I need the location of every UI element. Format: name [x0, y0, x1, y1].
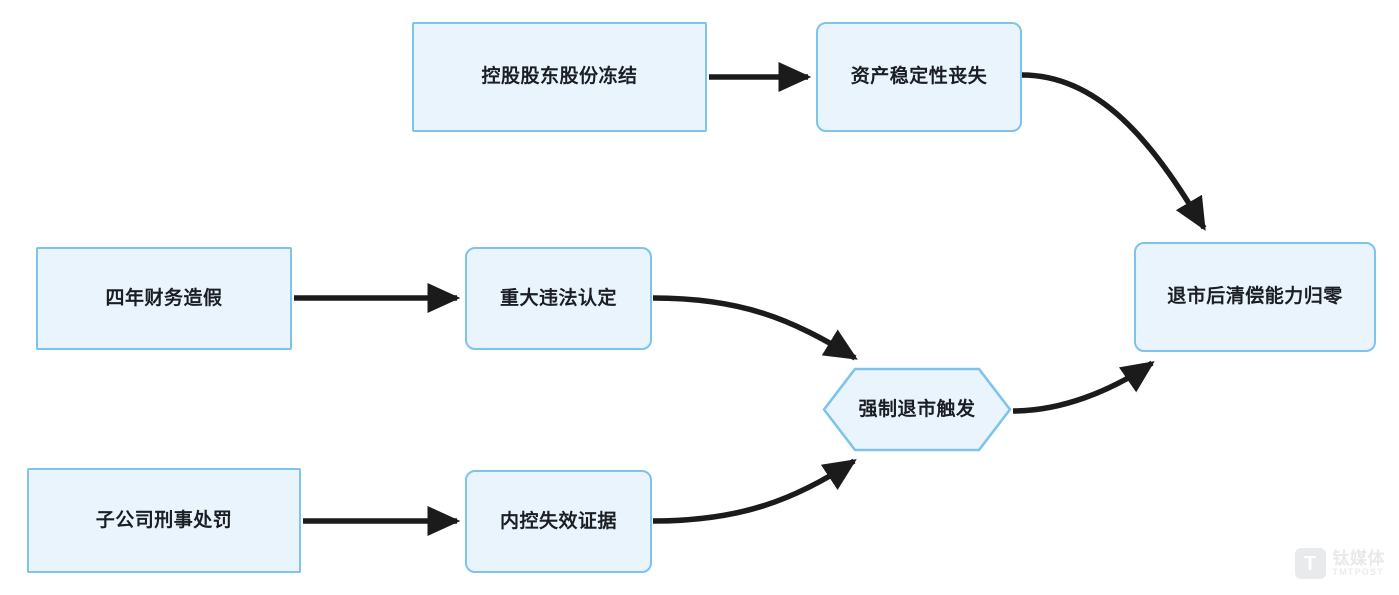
node-controlling-shareholder-shares-frozen[interactable]: 控股股东股份冻结 [412, 22, 707, 132]
node-label: 控股股东股份冻结 [481, 66, 638, 88]
watermark-brand-cn: 钛媒体 [1332, 548, 1385, 568]
edge-n4-n5 [652, 295, 858, 361]
node-internal-control-failure-evidence[interactable]: 内控失效证据 [465, 470, 652, 573]
hexagon-shape [822, 367, 1012, 452]
node-label: 四年财务造假 [105, 287, 223, 309]
watermark-brand-en: TMTPOST [1332, 566, 1384, 577]
node-label: 内控失效证据 [499, 510, 617, 532]
watermark: T 钛媒体 TMTPOST [1294, 548, 1386, 579]
node-label: 退市后清偿能力归零 [1167, 286, 1343, 308]
node-forced-delisting-trigger[interactable]: 强制退市触发 [822, 367, 1012, 452]
node-label: 资产稳定性丧失 [850, 66, 988, 88]
node-label: 强制退市触发 [858, 398, 976, 420]
watermark-text: 钛媒体 TMTPOST [1333, 550, 1386, 577]
node-four-year-financial-fraud[interactable]: 四年财务造假 [36, 247, 292, 350]
tmtpost-logo-icon: T [1294, 548, 1326, 579]
edge-n8-n5 [652, 458, 857, 524]
node-post-delisting-repayment-ability-zero[interactable]: 退市后清偿能力归零 [1134, 242, 1376, 352]
edge-n2-n6 [1021, 72, 1207, 231]
node-label: 重大违法认定 [499, 287, 617, 309]
node-asset-stability-loss[interactable]: 资产稳定性丧失 [816, 22, 1022, 132]
node-label: 子公司刑事处罚 [95, 509, 233, 531]
node-major-illegality-determination[interactable]: 重大违法认定 [465, 247, 652, 350]
edge-n5-n6 [1012, 360, 1155, 414]
node-subsidiary-criminal-penalty[interactable]: 子公司刑事处罚 [27, 468, 301, 573]
